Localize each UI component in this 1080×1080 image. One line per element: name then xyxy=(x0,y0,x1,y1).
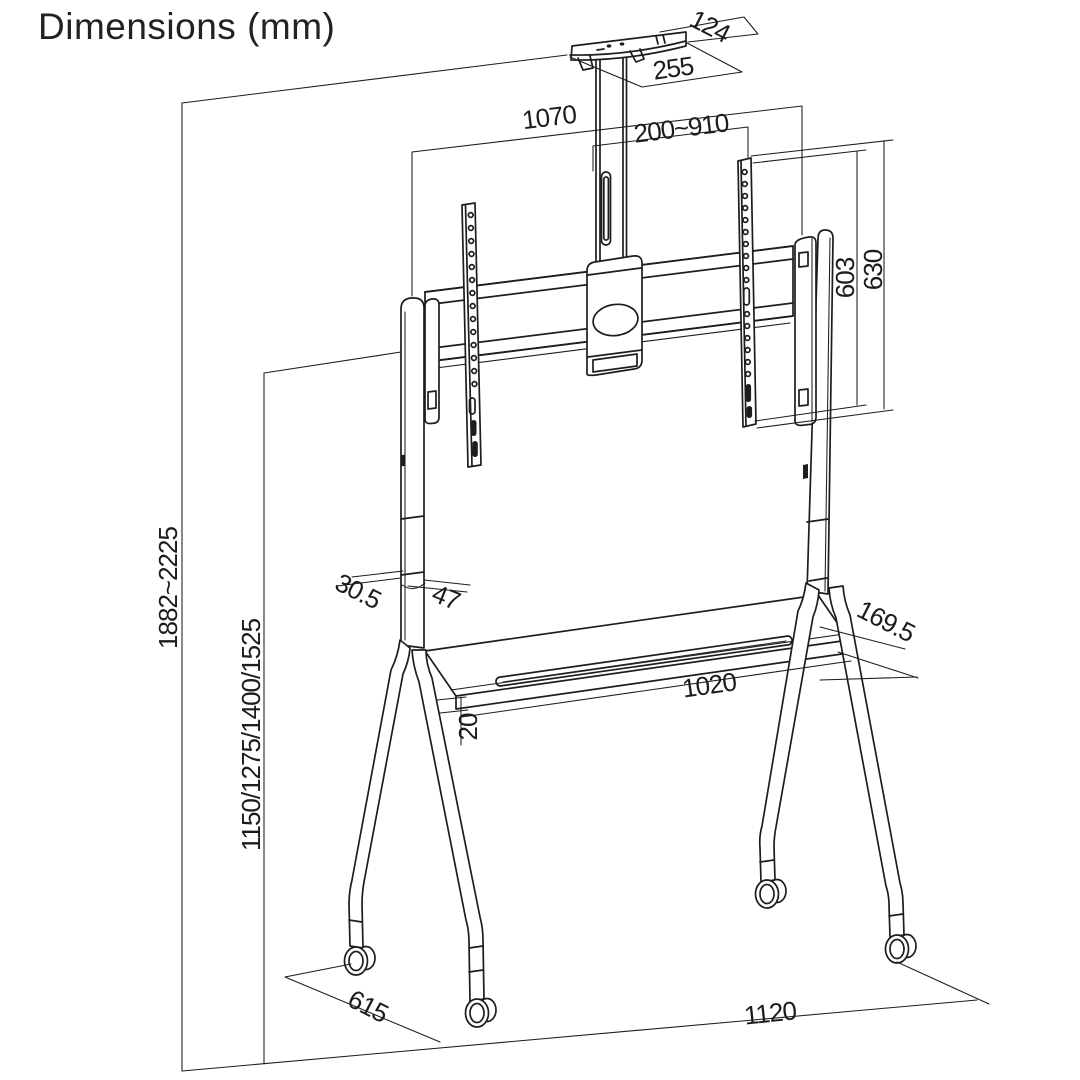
crossbar-endcap-right xyxy=(794,236,817,427)
caster-front-left xyxy=(464,997,497,1028)
dim-label-bracket-total-height: 630 xyxy=(858,249,888,290)
dim-label-shelf-thickness: 20 xyxy=(453,713,483,740)
dimension-lines xyxy=(181,16,990,1072)
dim-label-top-plate-width: 255 xyxy=(651,50,696,85)
vesa-rail-right xyxy=(737,157,757,428)
page-title: Dimensions (mm) xyxy=(38,6,336,47)
dim-label-display-center-heights: 1150/1275/1400/1525 xyxy=(236,618,266,851)
dim-label-shelf-width: 1020 xyxy=(680,666,738,703)
pole-slot xyxy=(600,171,612,246)
dim-label-base-depth: 615 xyxy=(343,983,393,1028)
dim-label-vesa-hole-height: 603 xyxy=(830,257,860,298)
caster-rear-left xyxy=(343,945,376,976)
dim-label-shelf-end-depth: 169.5 xyxy=(852,594,920,648)
column-left xyxy=(400,297,425,649)
dim-label-mount-adjust-range: 200~910 xyxy=(632,107,730,148)
pole-clamp xyxy=(586,255,643,377)
leg-rear-left xyxy=(348,639,411,949)
crossbar-endcap-left xyxy=(424,298,440,425)
shelf-slot xyxy=(495,635,793,687)
clamp-oval-cutout xyxy=(592,303,639,337)
caster-front-right xyxy=(884,933,917,964)
dim-label-overall-height-range: 1882~2225 xyxy=(153,527,183,649)
caster-rear-right xyxy=(754,878,787,909)
dim-label-base-width: 1120 xyxy=(743,995,798,1030)
ceiling-pole xyxy=(595,53,628,264)
dim-label-crossbar-width: 1070 xyxy=(520,99,578,135)
vesa-rail-left xyxy=(461,202,482,468)
